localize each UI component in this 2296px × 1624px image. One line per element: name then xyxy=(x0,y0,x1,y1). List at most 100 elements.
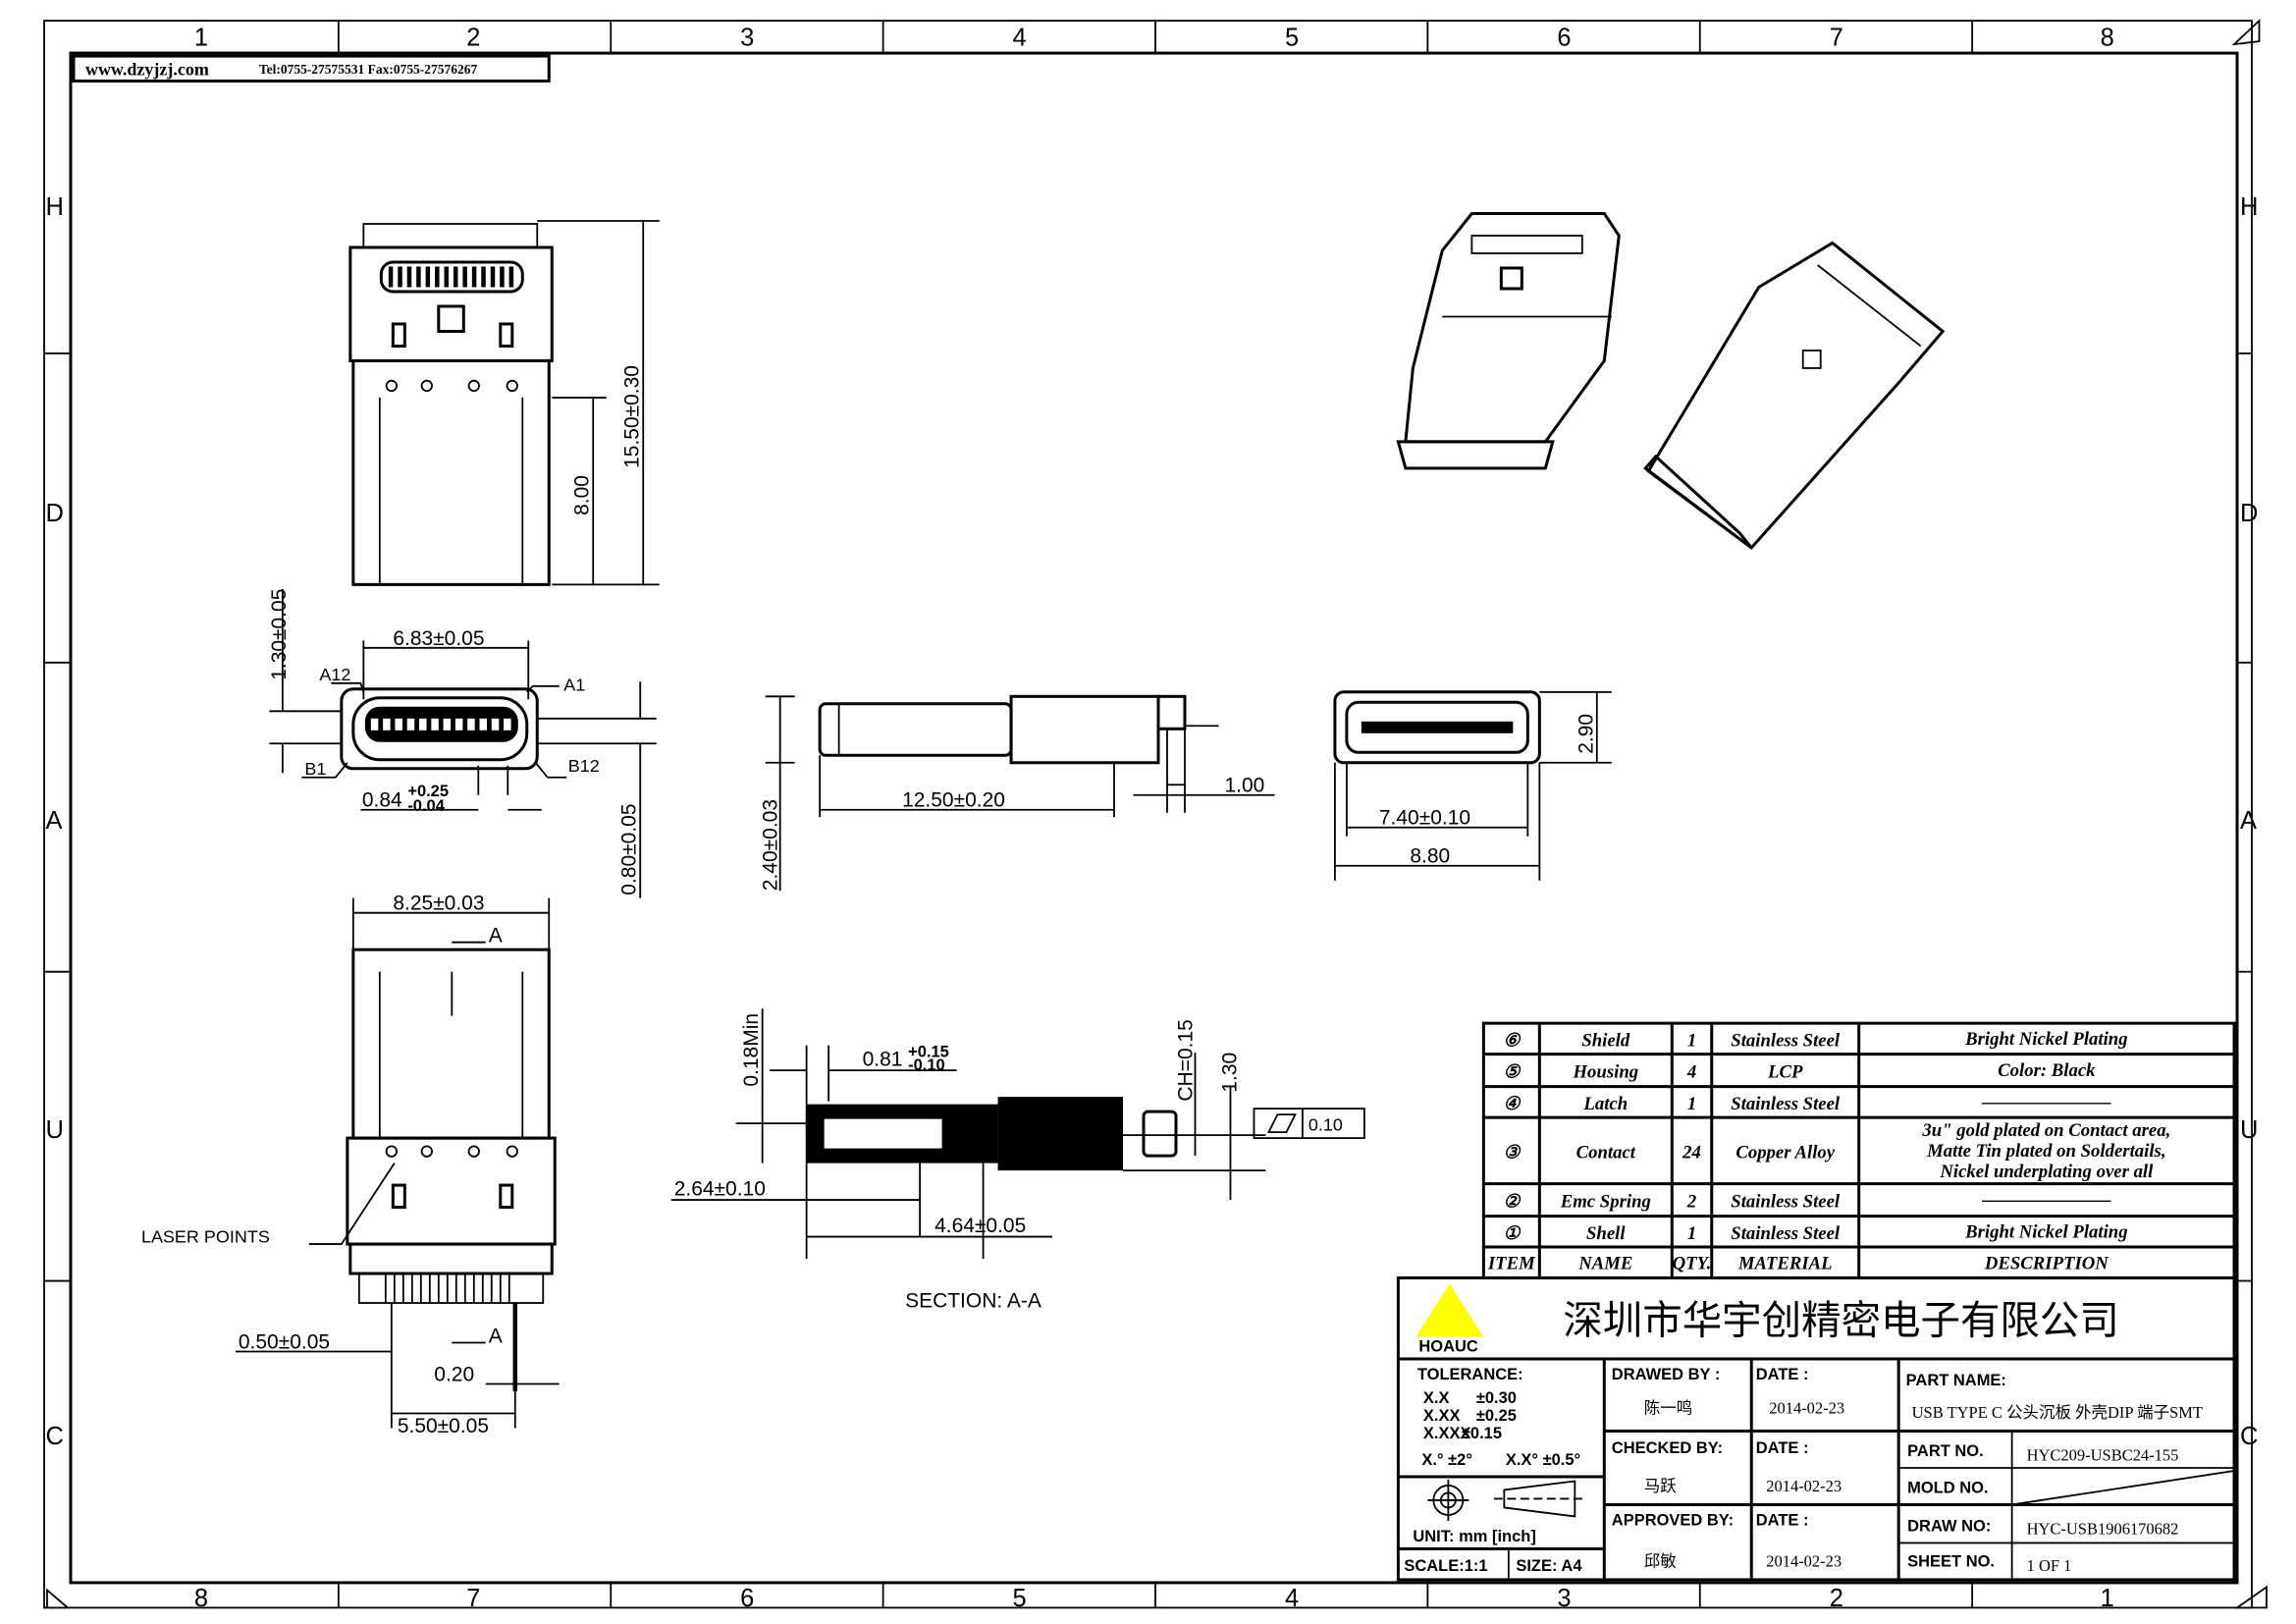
part-no-value: HYC209-USBC24-155 xyxy=(2027,1445,2179,1464)
dim-end-outer-width: 8.80 xyxy=(1410,845,1450,868)
mold-no-label: MOLD NO. xyxy=(1907,1479,1988,1496)
contact-slot xyxy=(453,266,458,288)
flatness-symbol-icon xyxy=(1266,1113,1297,1134)
sheet-no-label: SHEET NO. xyxy=(1907,1552,1995,1570)
bom-item: ③ xyxy=(1503,1142,1521,1163)
bom-description: Bright Nickel Plating xyxy=(1964,1029,2128,1050)
bom-qty: 2 xyxy=(1686,1192,1696,1213)
laser-points-label: LASER POINTS xyxy=(141,1227,270,1247)
bom-header: MATERIAL xyxy=(1737,1254,1833,1274)
company-name: 深圳市华宇创精密电子有限公司 xyxy=(1563,1297,2119,1344)
bom-name: Shield xyxy=(1581,1030,1630,1051)
draw-no-value: HYC-USB1906170682 xyxy=(2027,1519,2179,1538)
sheet-frame xyxy=(43,19,2268,1609)
bom-name: Latch xyxy=(1582,1094,1628,1114)
dim-d1-minus: -0.10 xyxy=(908,1056,945,1074)
pin-label-b12: B12 xyxy=(568,756,600,776)
section-a-a: 0.10 0.18Min 0.81 +0.15 -0.10 CH=0.15 1.… xyxy=(670,1008,1365,1313)
zone-number-bottom: 1 xyxy=(2101,1585,2114,1612)
bom-row: ① Shell 1 Stainless Steel Bright Nickel Plat… xyxy=(1503,1221,2127,1243)
contact-slot xyxy=(490,266,496,288)
dim-d1-plus: +0.15 xyxy=(908,1044,949,1061)
date-approved: 2014-02-23 xyxy=(1766,1551,1842,1570)
bom-qty: 1 xyxy=(1687,1223,1696,1244)
drawed-by-value: 陈一鸣 xyxy=(1644,1398,1692,1417)
bom-row: ⑥ Shield 1 Stainless Steel Bright Nickel Pla… xyxy=(1503,1029,2127,1051)
contact-slot xyxy=(481,266,486,288)
contact-pin xyxy=(419,718,427,731)
tol-xxx-label: X.XXX xyxy=(1423,1425,1471,1442)
front-view: 6.83±0.05 1.30±0.05 0.80±0.05 0.84 +0.25… xyxy=(268,589,657,898)
tol-x-label: X.X xyxy=(1423,1389,1450,1407)
bom-qty: 4 xyxy=(1686,1062,1696,1083)
contact-pin xyxy=(454,718,463,731)
dim-bottom-pitch: 0.50±0.05 xyxy=(239,1331,330,1354)
bom-qty: 1 xyxy=(1687,1094,1696,1114)
bom-material: Stainless Steel xyxy=(1731,1223,1841,1244)
zone-letter-left: D xyxy=(45,500,63,527)
zone-letter-right: A xyxy=(2240,807,2257,835)
logo-text: HOAUC xyxy=(1418,1338,1478,1356)
header-website[interactable]: www.dzyjzj.com xyxy=(85,60,209,80)
dim-pitch-plus: +0.25 xyxy=(407,783,449,800)
contact-pin xyxy=(479,718,487,731)
contact-pin xyxy=(395,718,402,731)
bom-qty: 1 xyxy=(1687,1030,1696,1051)
end-view: 2.90 7.40±0.10 8.80 xyxy=(1333,690,1612,881)
dim-pin-width: 0.20 xyxy=(434,1364,474,1386)
bom-name: Shell xyxy=(1586,1223,1626,1244)
contact-slot xyxy=(500,266,505,288)
header-contact: Tel:0755-27575531 Fax:0755-27576267 xyxy=(259,62,478,77)
dim-plug-length: 8.00 xyxy=(571,475,594,515)
dim-end-height: 2.90 xyxy=(1575,714,1597,754)
company-logo: HOAUC xyxy=(1415,1283,1484,1356)
bom-material: Stainless Steel xyxy=(1731,1030,1841,1051)
dim-d3: 4.64±0.05 xyxy=(934,1215,1026,1237)
zone-letter-left: C xyxy=(45,1423,63,1450)
zone-letter-right: D xyxy=(2240,500,2258,527)
scale-label: SCALE:1:1 xyxy=(1404,1557,1487,1575)
approved-by-value: 邱敏 xyxy=(1644,1551,1677,1570)
bottom-view: 8.25±0.03 A A LASER POINTS 0.50±0.05 0.2… xyxy=(141,893,560,1437)
bom-description: Bright Nickel Plating xyxy=(1964,1221,2128,1242)
sheet-no-value: 1 OF 1 xyxy=(2027,1556,2072,1575)
drawed-by-label: DRAWED BY : xyxy=(1612,1366,1721,1383)
zone-letter-left: U xyxy=(45,1116,63,1144)
isometric-view-angled xyxy=(1643,241,1946,550)
isometric-view-front xyxy=(1396,212,1621,470)
contact-slot xyxy=(398,266,402,288)
dim-side-height: 2.40±0.03 xyxy=(760,799,782,891)
corner-arrow-icon xyxy=(2234,1585,2268,1609)
dim-front-height: 1.30±0.05 xyxy=(268,589,291,680)
bom-material: Copper Alloy xyxy=(1735,1142,1835,1163)
dim-d2: 2.64±0.10 xyxy=(674,1178,766,1201)
date-checked: 2014-02-23 xyxy=(1766,1477,1842,1495)
dim-section-height: 1.30 xyxy=(1218,1053,1241,1093)
contact-pin xyxy=(370,718,379,731)
size-label: SIZE: A4 xyxy=(1516,1557,1582,1575)
pin-label-a1: A1 xyxy=(563,675,585,694)
zone-number-bottom: 5 xyxy=(1013,1585,1027,1612)
contact-pin xyxy=(443,718,452,731)
bom-item: ④ xyxy=(1503,1094,1521,1114)
dim-pitch-minus: -0.04 xyxy=(407,797,445,815)
contact-pin xyxy=(467,718,475,731)
bom-item: ⑥ xyxy=(1503,1030,1521,1051)
dim-pin-span: 5.50±0.05 xyxy=(398,1415,489,1437)
zone-letter-right: U xyxy=(2240,1116,2258,1144)
zone-number-top: 6 xyxy=(1557,25,1571,52)
corner-arrow-icon xyxy=(46,1588,71,1609)
bom-item: ⑤ xyxy=(1503,1062,1521,1083)
tol-xx-label: X.XX xyxy=(1423,1407,1461,1425)
contact-slot xyxy=(388,266,394,288)
header-box: www.dzyjzj.com Tel:0755-27575531 Fax:075… xyxy=(72,54,551,83)
contact-pin xyxy=(383,718,391,731)
zone-number-top: 7 xyxy=(1830,25,1843,52)
bom-item: ① xyxy=(1503,1223,1521,1244)
date-drawed: 2014-02-23 xyxy=(1769,1398,1844,1417)
contact-pin xyxy=(406,718,415,731)
